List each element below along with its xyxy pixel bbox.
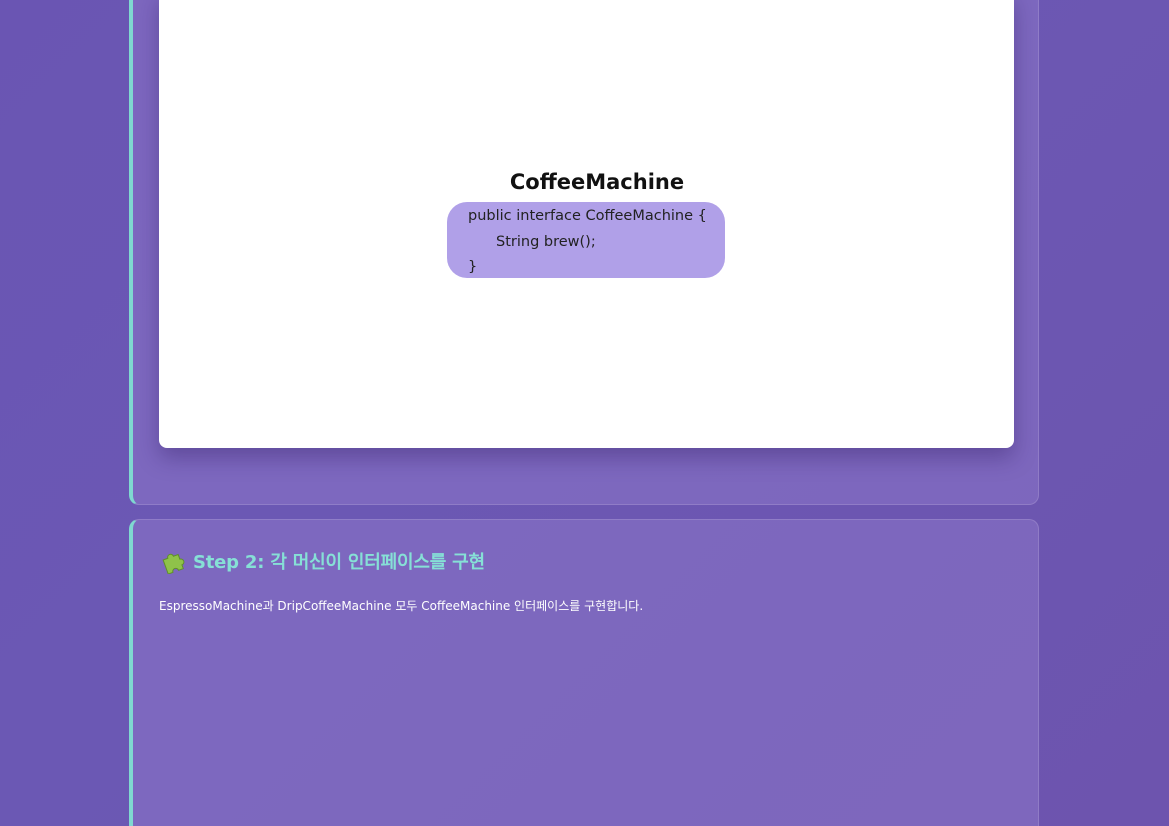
interface-box	[447, 202, 725, 278]
puzzle-piece-icon	[159, 548, 185, 575]
diagram-title: CoffeeMachine	[510, 170, 684, 194]
code-line-3: }	[468, 259, 477, 275]
code-line-2: String brew();	[496, 234, 596, 250]
step-2-header: Step 2: 각 머신이 인터페이스를 구현	[159, 548, 485, 575]
step-2-title: Step 2: 각 머신이 인터페이스를 구현	[193, 552, 485, 573]
step-2-card	[129, 519, 1039, 826]
class-diagram: CoffeeMachine public interface CoffeeMac…	[447, 170, 725, 278]
step-2-description: EspressoMachine과 DripCoffeeMachine 모두 Co…	[159, 599, 644, 613]
code-line-1: public interface CoffeeMachine {	[468, 208, 707, 224]
diagram-panel: CoffeeMachine public interface CoffeeMac…	[159, 0, 1014, 448]
